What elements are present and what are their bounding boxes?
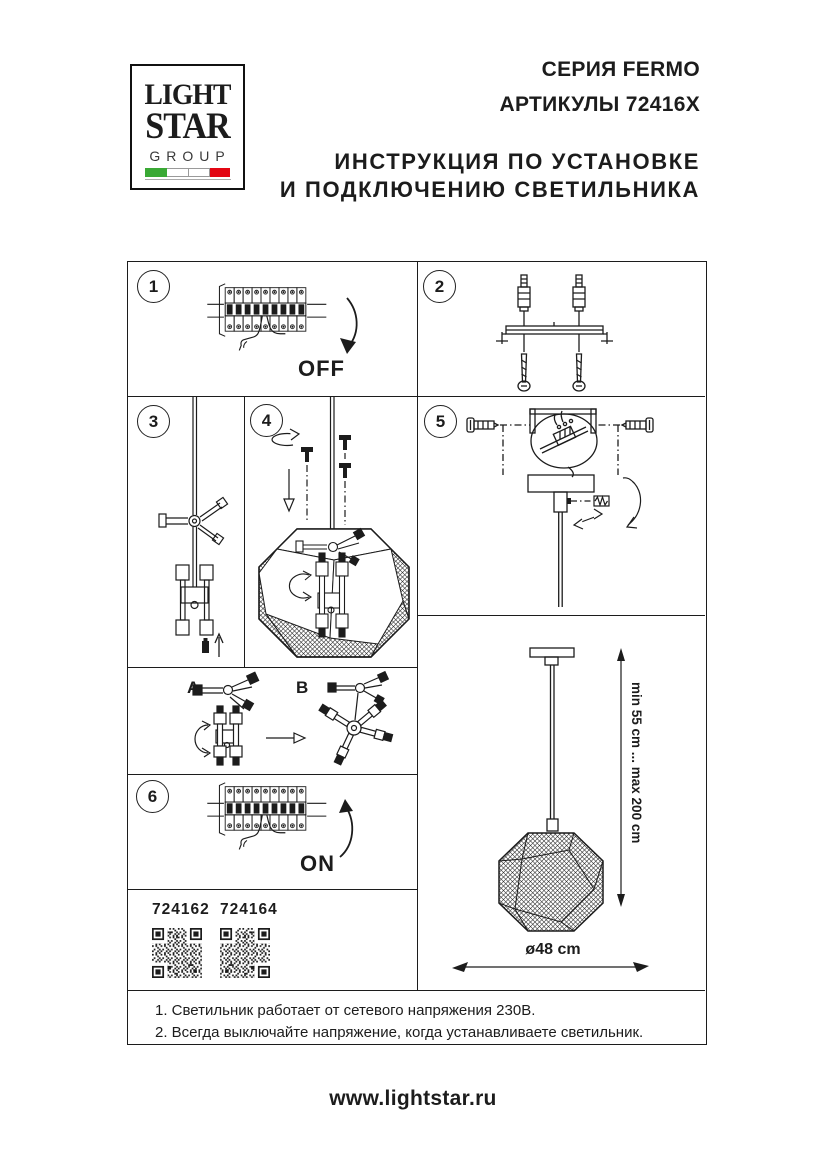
article-code-1: 724162	[152, 901, 210, 918]
qr-code-724162	[152, 928, 202, 978]
italian-flag-icon	[144, 168, 231, 178]
article-qr-panel: 724162 724164	[128, 890, 418, 991]
note-1: 1. Светильник работает от сетевого напря…	[155, 1002, 536, 1019]
breaker-on-drawing	[128, 775, 354, 858]
pendant-dimensions-panel: min 55 cm ... max 200 cm ø48 cm	[418, 616, 705, 991]
arrow-up-icon	[339, 799, 353, 813]
variant-a-label: A	[187, 678, 200, 697]
logo-light: LIGHT	[144, 78, 232, 111]
shade-assembly-drawing	[258, 397, 410, 658]
logo-star: STAR	[145, 106, 231, 147]
articles-title: АРТИКУЛЫ 72416X	[499, 93, 700, 116]
canopy-mounting-drawing	[466, 408, 654, 607]
website-url: www.lightstar.ru	[329, 1087, 497, 1110]
instruction-title: ИНСТРУКЦИЯ ПО УСТАНОВКЕ И ПОДКЛЮЧЕНИЮ СВ…	[279, 149, 700, 202]
holder-orientation-drawing	[192, 670, 394, 766]
mounting-hardware-drawing	[496, 274, 613, 392]
qr-code-724164	[220, 928, 270, 978]
logo-group: GROUP	[149, 148, 231, 165]
step-number-3: 3	[137, 405, 170, 438]
plug-connector-icon	[202, 641, 209, 653]
rod-spider-drawing	[158, 397, 229, 657]
variant-ab-panel: A B	[128, 668, 418, 775]
on-label: ON	[300, 851, 335, 876]
arrow-up-icon	[214, 632, 224, 657]
step-number-4: 4	[250, 404, 283, 437]
header: СЕРИЯ FERMO АРТИКУЛЫ 72416X ИНСТРУКЦИЯ П…	[280, 58, 700, 203]
height-range-label: min 55 cm ... max 200 cm	[629, 682, 644, 844]
logo-underline	[144, 179, 231, 181]
diameter-label: ø48 cm	[525, 941, 581, 958]
variant-b-label: B	[296, 678, 309, 697]
note-2: 2. Всегда выключайте напряжение, когда у…	[155, 1023, 644, 1041]
step-number-2: 2	[423, 270, 456, 303]
step-5-panel: 5	[418, 397, 705, 616]
shade-outline	[498, 832, 604, 932]
arrow-down-icon	[340, 338, 356, 354]
notes-panel: 1. Светильник работает от сетевого напря…	[128, 991, 705, 1043]
lightstar-logo: LIGHT STAR GROUP	[130, 64, 245, 190]
step-1-panel: 1 OFF	[128, 262, 418, 397]
pendant-lamp-drawing	[452, 647, 649, 972]
breaker-off-drawing	[128, 262, 358, 354]
set-screw-icon	[567, 498, 571, 504]
step-4-panel: 4	[245, 397, 418, 668]
step-6-panel: 6 ON	[128, 775, 418, 890]
step-3-panel: 3	[128, 397, 245, 668]
diagram-grid: 1 OFF	[127, 261, 707, 1045]
article-code-2: 724164	[220, 901, 278, 918]
off-label: OFF	[298, 356, 345, 381]
series-title: СЕРИЯ FERMO	[541, 58, 700, 81]
step-number-1: 1	[137, 270, 170, 303]
step-2-panel: 2	[418, 262, 705, 397]
step-number-6: 6	[136, 780, 169, 813]
step-number-5: 5	[424, 405, 457, 438]
